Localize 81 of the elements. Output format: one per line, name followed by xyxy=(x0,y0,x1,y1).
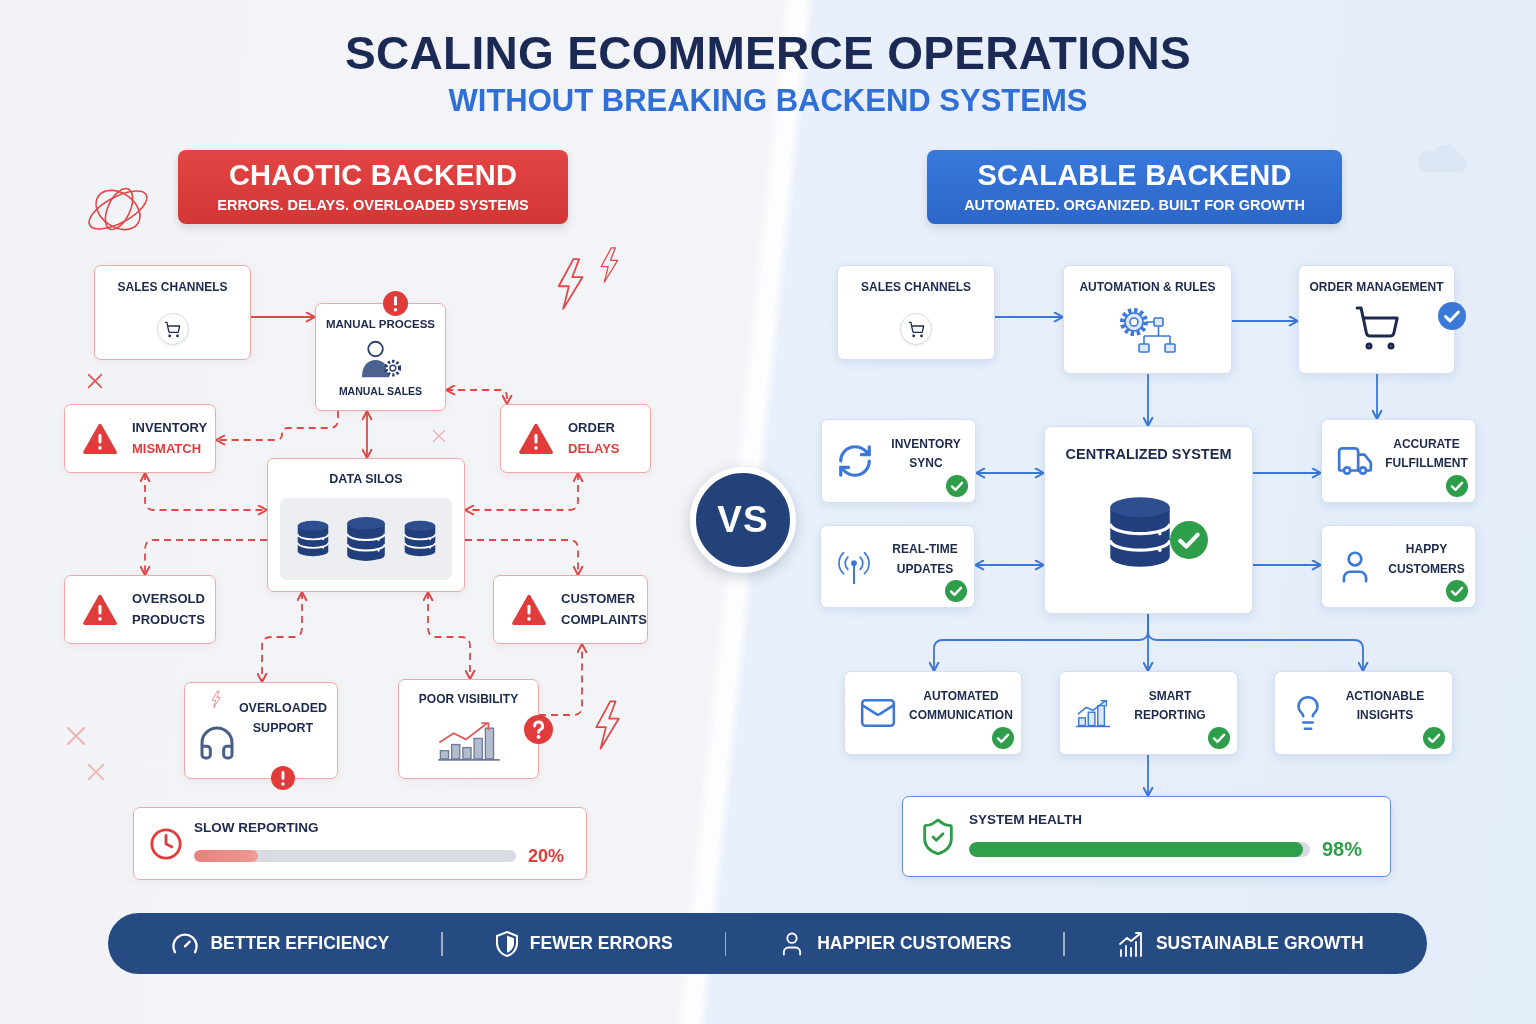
alert-text: OVERSOLD PRODUCTS xyxy=(132,590,206,629)
benefits-bar xyxy=(108,913,1427,974)
card-title: MANUAL PROCESS xyxy=(325,317,436,332)
card-title: HAPPY CUSTOMERS xyxy=(1387,541,1466,578)
percent-value: 98% xyxy=(1321,837,1362,861)
icon-caption: MANUAL SALES xyxy=(338,385,423,399)
card-title: OVERLOADED SUPPORT xyxy=(237,700,329,737)
alert-text: CUSTOMER COMPLAINTS xyxy=(561,590,647,629)
alert-text: ORDER xyxy=(568,419,616,438)
card-title: SLOW REPORTING xyxy=(194,820,320,837)
arrow xyxy=(1252,559,1322,571)
alert-text: DELAYS xyxy=(568,439,620,458)
dashed-arrow xyxy=(215,410,339,446)
card-title: AUTOMATED COMMUNICATION xyxy=(908,687,1014,724)
dashed-arrow xyxy=(538,643,588,716)
title: SCALING ECOMMERCE OPERATIONS xyxy=(344,27,1192,80)
system-card xyxy=(1044,426,1253,614)
feature-card xyxy=(844,671,1022,755)
alert-card xyxy=(493,575,648,644)
dashed-arrow xyxy=(445,384,513,405)
dashed-arrow xyxy=(464,472,584,516)
arrow xyxy=(1142,754,1154,797)
benefit-text: BETTER EFFICIENCY xyxy=(210,933,390,954)
arrow xyxy=(1142,373,1154,427)
status-card xyxy=(902,796,1391,877)
card-title: ACTIONABLE INSIGHTS xyxy=(1344,687,1426,724)
alert-text: INVENTORY xyxy=(132,419,208,438)
card-title: SYSTEM HEALTH xyxy=(969,812,1083,829)
alert-card xyxy=(500,404,651,473)
vs-label: VS xyxy=(717,499,769,541)
benefit-text: SUSTAINABLE GROWTH xyxy=(1155,933,1364,954)
alert-text: MISMATCH xyxy=(132,439,203,458)
banner-title: SCALABLE BACKEND xyxy=(977,159,1292,192)
card-title: SALES CHANNELS xyxy=(117,280,228,295)
process-card xyxy=(267,458,465,592)
vs-circle xyxy=(690,467,796,573)
dashed-arrow xyxy=(464,539,584,576)
dashed-arrow xyxy=(139,539,268,576)
card-title: SALES CHANNELS xyxy=(861,280,971,295)
dashed-arrow xyxy=(256,591,308,683)
arrow xyxy=(1147,613,1369,672)
arrow xyxy=(1231,315,1299,327)
arrow xyxy=(974,559,1045,571)
card-title: ORDER MANAGEMENT xyxy=(1309,280,1444,295)
card-title: POOR VISIBILITY xyxy=(418,692,519,707)
process-card xyxy=(94,265,251,360)
feature-card xyxy=(1321,419,1476,503)
status-card xyxy=(133,807,587,880)
benefit-text: FEWER ERRORS xyxy=(529,933,673,954)
arrow xyxy=(250,311,316,323)
card-title: AUTOMATION & RULES xyxy=(1079,280,1216,295)
feature-card xyxy=(1059,671,1238,755)
alert-card xyxy=(64,404,216,473)
card-title: SMART REPORTING xyxy=(1133,687,1207,724)
feature-card xyxy=(821,419,976,503)
banner-subtitle: ERRORS. DELAYS. OVERLOADED SYSTEMS xyxy=(217,196,529,215)
header-banner xyxy=(178,150,568,224)
arrow xyxy=(994,311,1064,323)
dashed-arrow xyxy=(422,591,476,680)
process-card xyxy=(837,265,995,360)
process-card xyxy=(1063,265,1232,374)
subtitle: WITHOUT BREAKING BACKEND SYSTEMS xyxy=(447,83,1089,119)
feature-card xyxy=(1274,671,1453,755)
arrow xyxy=(975,467,1045,479)
header-banner xyxy=(927,150,1342,224)
card-title: DATA SILOS xyxy=(329,472,403,488)
feature-card xyxy=(820,525,975,608)
alert-card xyxy=(64,575,216,644)
arrow xyxy=(1252,467,1322,479)
benefit-text: HAPPIER CUSTOMERS xyxy=(817,933,1012,954)
arrow xyxy=(1371,373,1383,420)
banner-subtitle: AUTOMATED. ORGANIZED. BUILT FOR GROWTH xyxy=(964,196,1305,215)
dashed-arrow xyxy=(139,472,268,516)
banner-title: CHAOTIC BACKEND xyxy=(228,159,518,192)
card-title: REAL-TIME UPDATES xyxy=(891,541,959,578)
feature-card xyxy=(1321,525,1476,608)
card-title: ACCURATE FULFILLMENT xyxy=(1384,435,1469,472)
arrow xyxy=(361,410,373,459)
percent-value: 20% xyxy=(527,845,564,867)
card-title: CENTRALIZED SYSTEM xyxy=(1065,445,1232,464)
card-title: INVENTORY SYNC xyxy=(890,435,962,472)
